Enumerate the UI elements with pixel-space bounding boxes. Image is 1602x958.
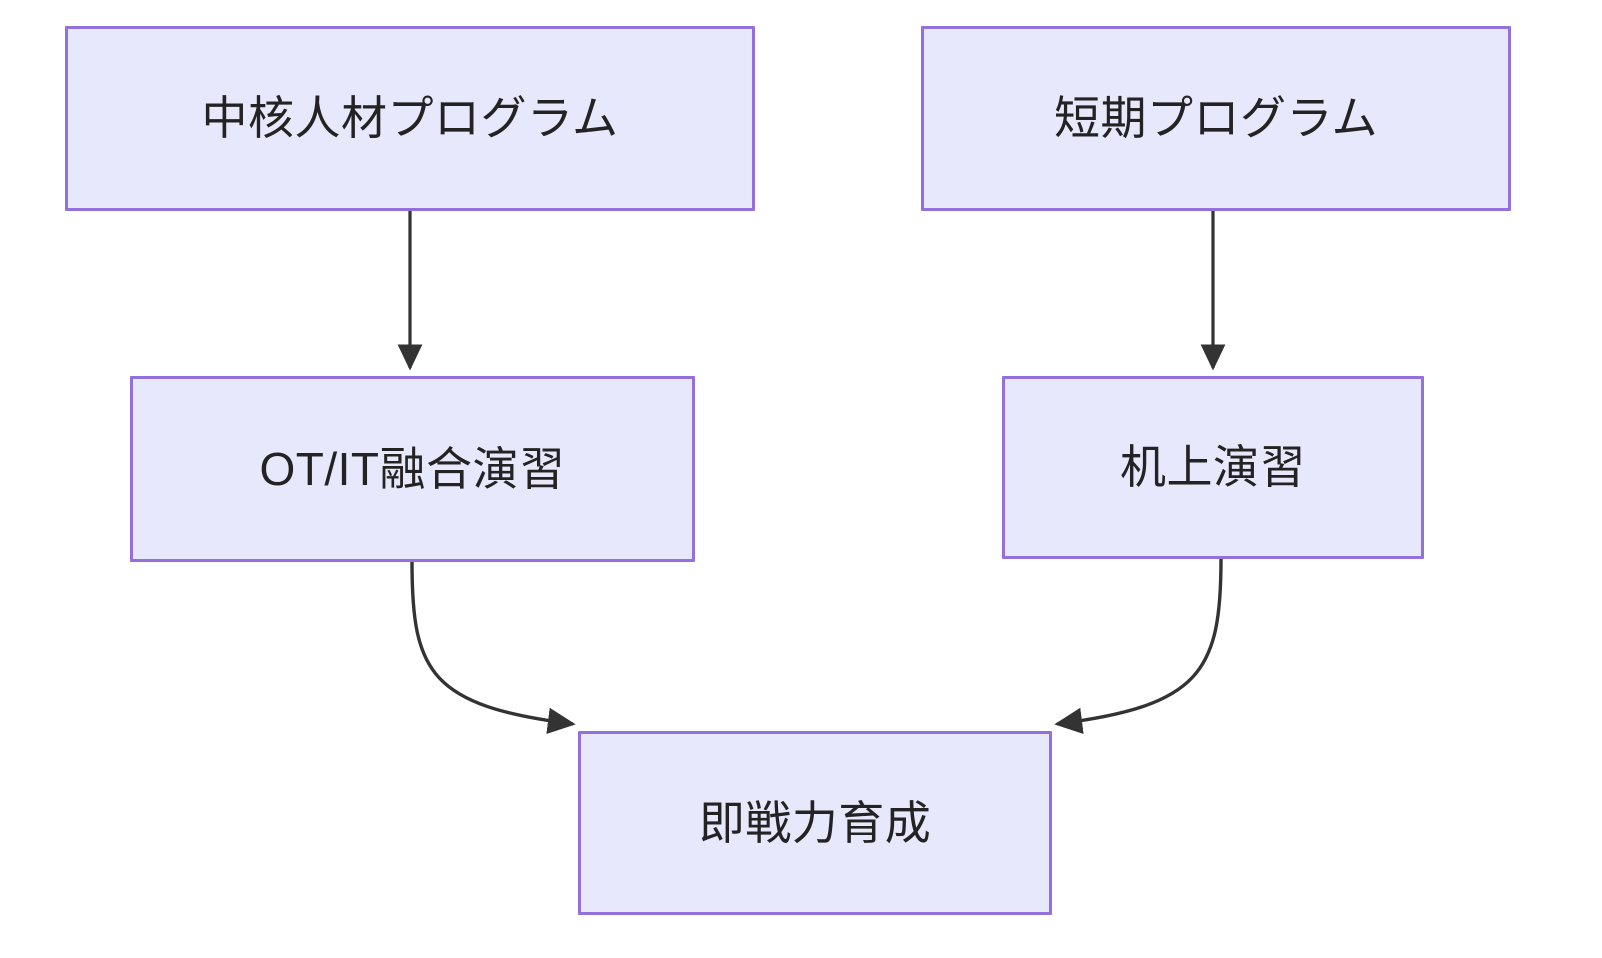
edge-tabletop-to-ready <box>1054 558 1223 735</box>
node-tabletop-exercise-label: 机上演習 <box>1120 441 1306 494</box>
node-tabletop-exercise[interactable]: 机上演習 <box>1002 376 1424 559</box>
node-short-program-label: 短期プログラム <box>1053 92 1379 145</box>
node-otit-exercise[interactable]: OT/IT融合演習 <box>130 376 695 562</box>
node-core-program-label: 中核人材プログラム <box>201 92 619 145</box>
node-ready-talent[interactable]: 即戦力育成 <box>578 731 1052 915</box>
edge-otit-to-ready <box>410 561 576 735</box>
node-otit-exercise-label: OT/IT融合演習 <box>259 442 566 495</box>
node-core-program[interactable]: 中核人材プログラム <box>65 26 755 211</box>
node-short-program[interactable]: 短期プログラム <box>921 26 1511 211</box>
node-ready-talent-label: 即戦力育成 <box>698 796 932 849</box>
